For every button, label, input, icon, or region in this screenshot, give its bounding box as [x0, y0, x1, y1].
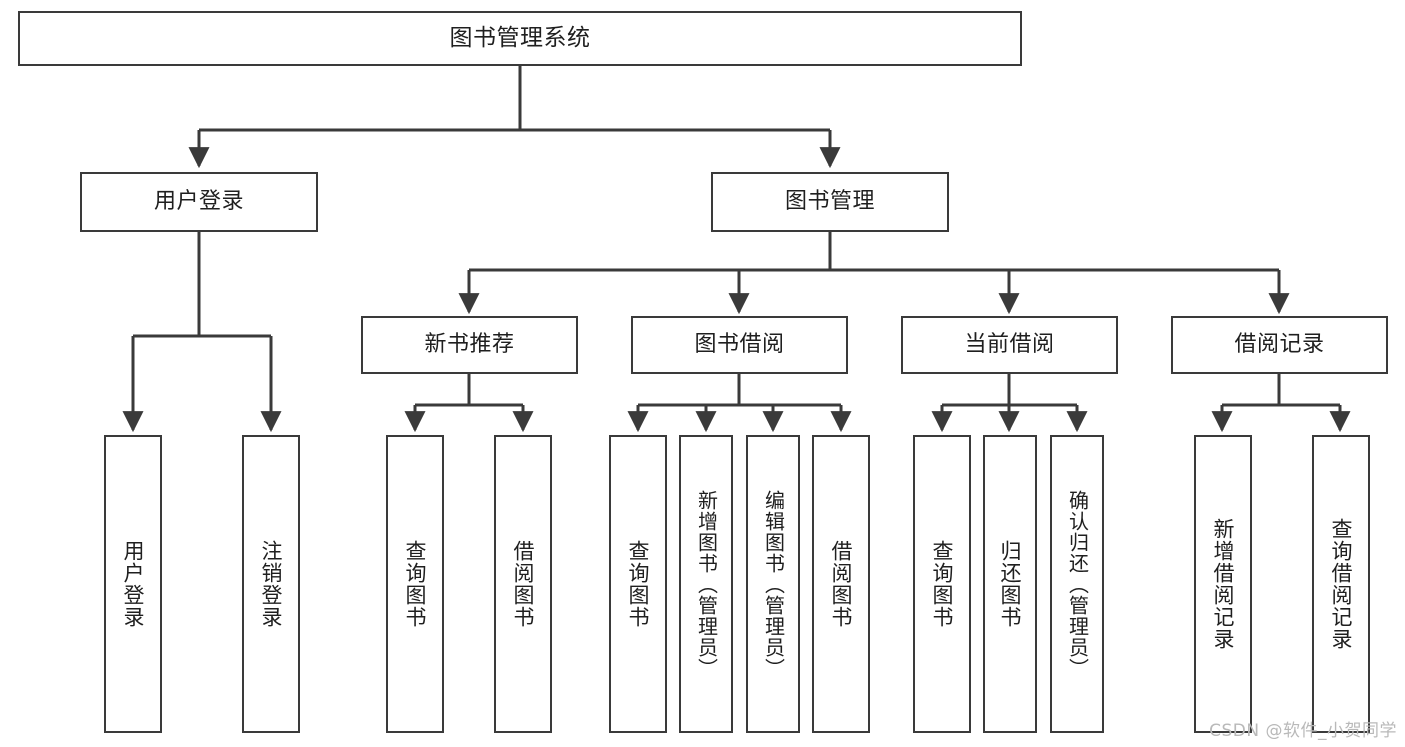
node-new-book-recommend[interactable]: 新书推荐 — [361, 316, 578, 374]
node-label: 图书借阅 — [694, 331, 785, 357]
node-user-login[interactable]: 用户登录 — [80, 172, 318, 232]
leaf-borrow-record-query-record[interactable]: 查询借阅记录 — [1312, 435, 1370, 733]
node-label: 图书管理 — [784, 188, 875, 214]
leaf-new-book-query-book[interactable]: 查询图书 — [386, 435, 444, 733]
node-label: 查询借阅记录 — [1329, 518, 1354, 650]
node-label: 新书推荐 — [424, 331, 515, 357]
leaf-current-borrow-query-book[interactable]: 查询图书 — [913, 435, 971, 733]
leaf-book-borrow-edit-book-admin[interactable]: 编辑图书（管理员） — [746, 435, 800, 733]
node-label: 注销登录 — [259, 540, 284, 628]
node-label: 新增借阅记录 — [1211, 518, 1236, 650]
leaf-book-borrow-query-book[interactable]: 查询图书 — [609, 435, 667, 733]
node-label: 借阅图书 — [511, 540, 536, 628]
node-label: 借阅记录 — [1234, 331, 1325, 357]
node-book-borrow[interactable]: 图书借阅 — [631, 316, 848, 374]
node-root-book-management-system[interactable]: 图书管理系统 — [18, 11, 1022, 66]
node-borrow-record[interactable]: 借阅记录 — [1171, 316, 1388, 374]
node-label: 图书管理系统 — [449, 25, 591, 52]
node-current-borrow[interactable]: 当前借阅 — [901, 316, 1118, 374]
node-label: 编辑图书（管理员） — [761, 489, 786, 679]
leaf-current-borrow-return-book[interactable]: 归还图书 — [983, 435, 1037, 733]
node-label: 确认归还（管理员） — [1065, 489, 1090, 679]
node-label: 当前借阅 — [964, 331, 1055, 357]
node-label: 借阅图书 — [829, 540, 854, 628]
leaf-user-login-login[interactable]: 用户登录 — [104, 435, 162, 733]
leaf-book-borrow-add-book-admin[interactable]: 新增图书（管理员） — [679, 435, 733, 733]
leaf-new-book-borrow-book[interactable]: 借阅图书 — [494, 435, 552, 733]
node-label: 新增图书（管理员） — [694, 489, 719, 679]
node-label: 归还图书 — [998, 540, 1023, 628]
node-label: 查询图书 — [626, 540, 651, 628]
node-label: 查询图书 — [403, 540, 428, 628]
leaf-book-borrow-borrow-book[interactable]: 借阅图书 — [812, 435, 870, 733]
leaf-borrow-record-add-record[interactable]: 新增借阅记录 — [1194, 435, 1252, 733]
leaf-current-borrow-confirm-return-admin[interactable]: 确认归还（管理员） — [1050, 435, 1104, 733]
watermark-text: CSDN @软件_小贺同学 — [1209, 721, 1397, 741]
node-label: 查询图书 — [930, 540, 955, 628]
node-book-management[interactable]: 图书管理 — [711, 172, 949, 232]
leaf-user-login-logout[interactable]: 注销登录 — [242, 435, 300, 733]
node-label: 用户登录 — [153, 188, 244, 214]
node-label: 用户登录 — [121, 540, 146, 628]
